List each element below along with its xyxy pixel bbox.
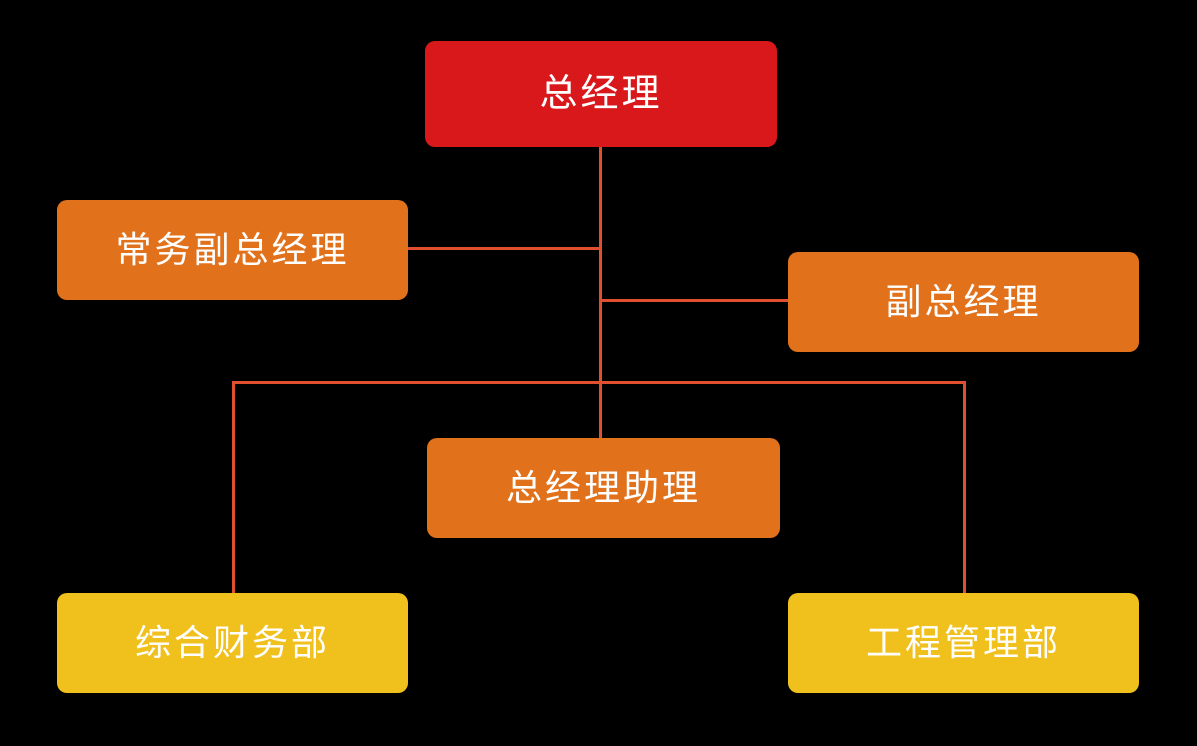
node-deputy-general-manager-label: 副总经理: [885, 281, 1042, 322]
connector-trunk-from-general-manager: [599, 147, 602, 382]
node-finance-department-label: 综合财务部: [134, 622, 330, 663]
connector-to-finance-department: [232, 381, 235, 594]
connector-to-executive-deputy-general-manager: [408, 247, 600, 250]
connector-to-general-manager-assistant: [599, 381, 602, 439]
node-general-manager-label: 总经理: [539, 73, 663, 115]
node-finance-department[interactable]: 综合财务部: [57, 593, 408, 693]
node-engineering-department[interactable]: 工程管理部: [788, 593, 1139, 693]
node-engineering-department-label: 工程管理部: [865, 622, 1061, 663]
node-executive-deputy-general-manager[interactable]: 常务副总经理: [57, 200, 408, 300]
node-deputy-general-manager[interactable]: 副总经理: [788, 252, 1139, 352]
connector-to-deputy-general-manager: [599, 299, 789, 302]
node-executive-deputy-general-manager-label: 常务副总经理: [115, 229, 350, 270]
connector-stub-general-manager-assistant: [599, 430, 602, 440]
node-general-manager-assistant-label: 总经理助理: [505, 467, 701, 508]
node-general-manager-assistant[interactable]: 总经理助理: [427, 438, 780, 538]
node-general-manager[interactable]: 总经理: [425, 41, 777, 147]
connector-to-engineering-department: [963, 381, 966, 594]
